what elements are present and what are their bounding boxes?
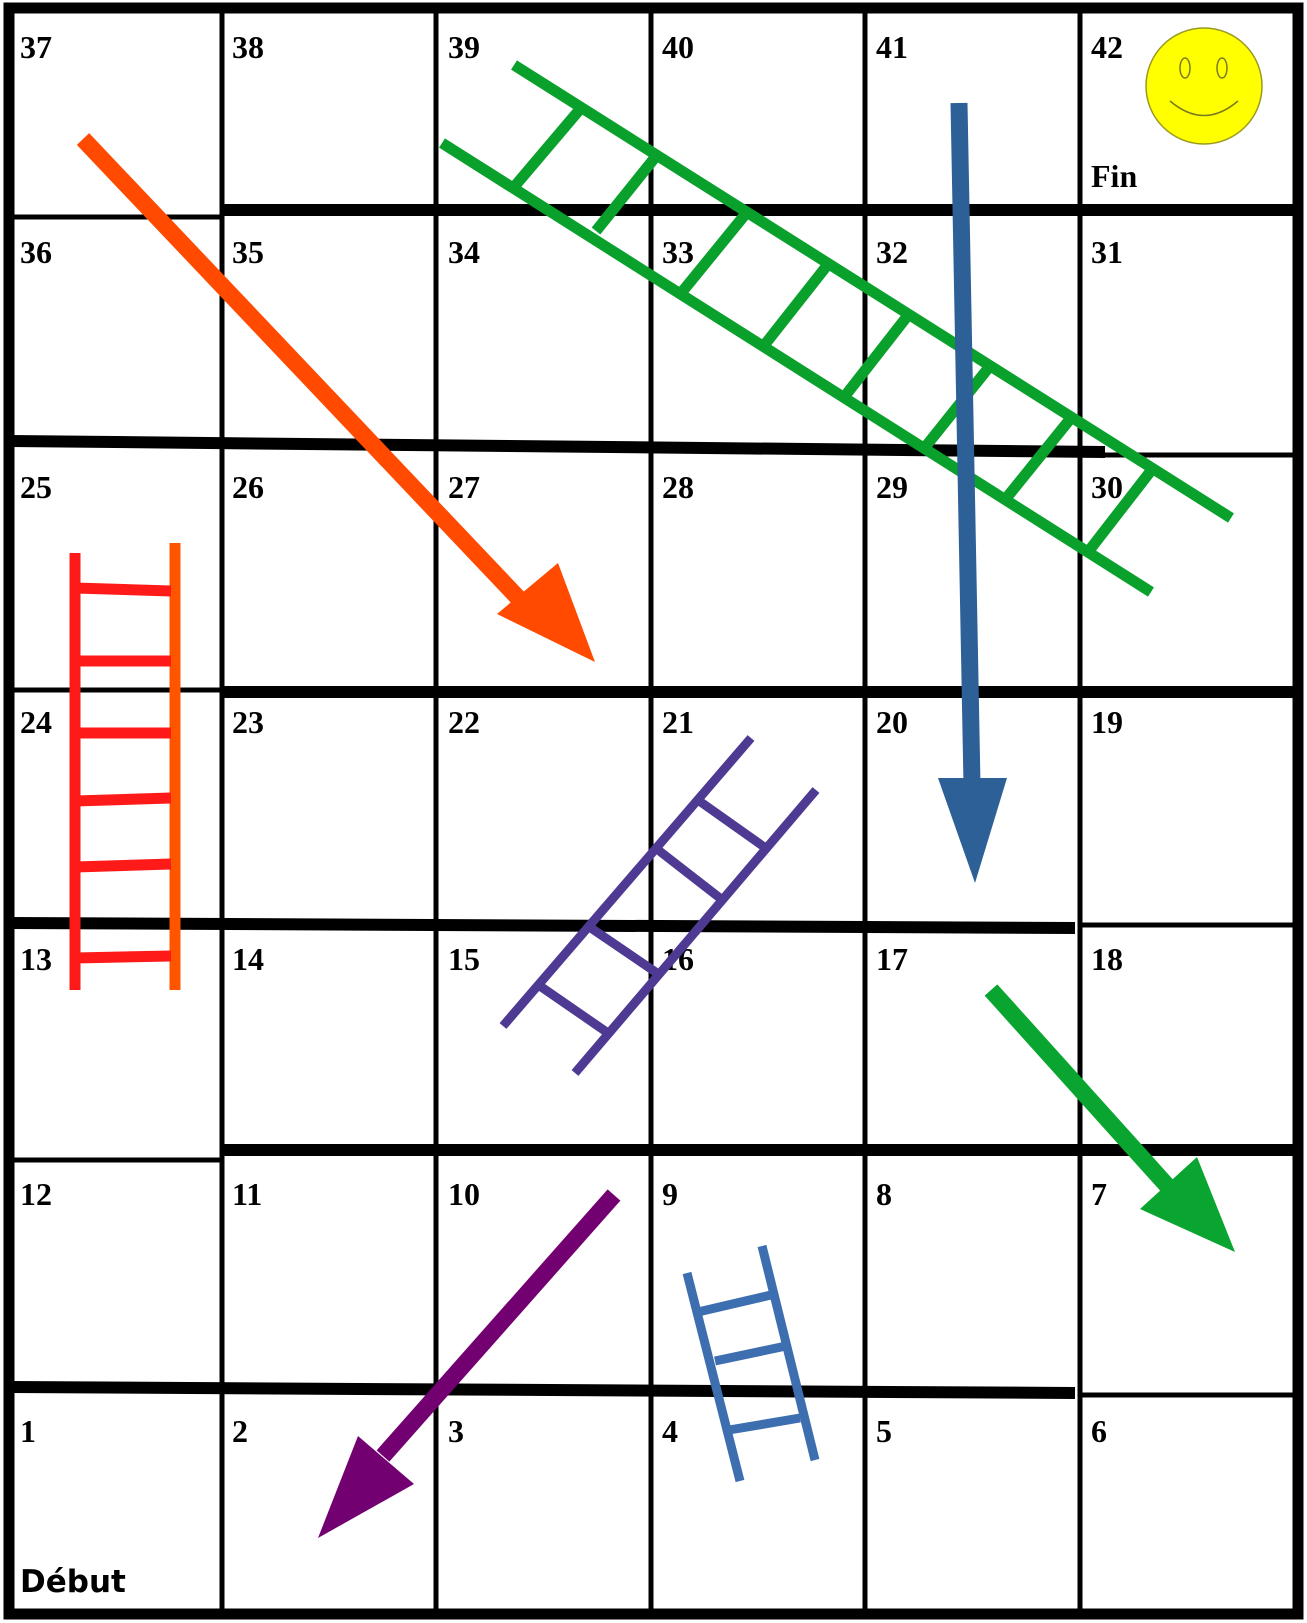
cell-number-13: 13 (20, 941, 52, 977)
cell-number-34: 34 (448, 234, 480, 270)
cell-number-19: 19 (1091, 704, 1123, 740)
cell-number-24: 24 (20, 704, 52, 740)
cell-number-33: 33 (662, 234, 694, 270)
cell-number-6: 6 (1091, 1413, 1107, 1449)
cell-number-15: 15 (448, 941, 480, 977)
purple-arrow (318, 1195, 614, 1538)
cell-number-22: 22 (448, 704, 480, 740)
cell-number-10: 10 (448, 1176, 480, 1212)
cell-number-37: 37 (20, 29, 52, 65)
orange-arrow (83, 139, 595, 662)
purple-ladder (503, 738, 816, 1073)
cell-number-32: 32 (876, 234, 908, 270)
cell-number-38: 38 (232, 29, 264, 65)
cell-number-1: 1 (20, 1413, 36, 1449)
finish-label: Fin (1091, 158, 1137, 194)
green-ladder (442, 65, 1231, 592)
cell-number-9: 9 (662, 1176, 678, 1212)
cell-number-40: 40 (662, 29, 694, 65)
cell-number-25: 25 (20, 469, 52, 505)
cell-number-26: 26 (232, 469, 264, 505)
green-arrow (991, 990, 1235, 1252)
cell-number-17: 17 (876, 941, 908, 977)
cell-number-28: 28 (662, 469, 694, 505)
cell-number-2: 2 (232, 1413, 248, 1449)
start-label: Début (20, 1564, 126, 1600)
cell-number-12: 12 (20, 1176, 52, 1212)
cell-number-7: 7 (1091, 1176, 1107, 1212)
cell-number-21: 21 (662, 704, 694, 740)
cell-number-30: 30 (1091, 469, 1123, 505)
cell-number-3: 3 (448, 1413, 464, 1449)
cell-number-8: 8 (876, 1176, 892, 1212)
cell-number-31: 31 (1091, 234, 1123, 270)
cell-number-35: 35 (232, 234, 264, 270)
cell-number-27: 27 (448, 469, 480, 505)
cell-number-5: 5 (876, 1413, 892, 1449)
cell-number-36: 36 (20, 234, 52, 270)
cell-number-4: 4 (662, 1413, 678, 1449)
cell-number-18: 18 (1091, 941, 1123, 977)
cell-number-20: 20 (876, 704, 908, 740)
cell-number-11: 11 (232, 1176, 262, 1212)
cell-number-39: 39 (448, 29, 480, 65)
cell-number-41: 41 (876, 29, 908, 65)
cell-number-29: 29 (876, 469, 908, 505)
smiley-face-icon (1146, 28, 1262, 144)
blue-ladder (687, 1246, 815, 1481)
cell-number-23: 23 (232, 704, 264, 740)
cell-number-42: 42 (1091, 29, 1123, 65)
cell-number-14: 14 (232, 941, 264, 977)
